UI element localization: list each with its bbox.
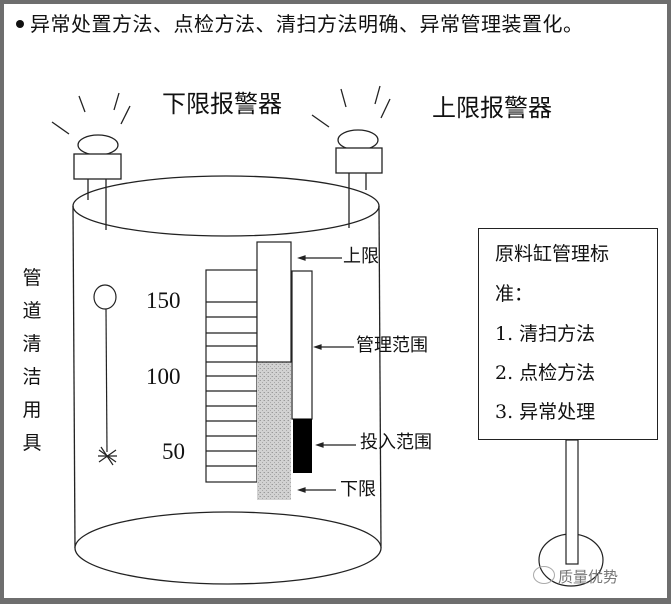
side-label-char: 具 [22,432,42,454]
side-label-char: 道 [22,300,42,322]
sign-post [538,439,604,587]
sign-item-inspection: 2. 点检方法 [495,362,596,384]
watermark-text: 质量优势 [558,568,619,586]
headline-text: 异常处置方法、点检方法、清扫方法明确、异常管理装置化。 [30,12,584,36]
lower-alarm-label: 下限报警器 [162,90,282,118]
side-label-char: 管 [22,267,42,289]
marker-arrows [297,255,356,493]
sign-title-line2: 准： [495,283,534,305]
management-range-column [291,270,313,473]
scale-tick-150: 150 [146,288,181,313]
pipe-brush-icon [93,284,117,466]
sign-item-cleaning: 1. 清扫方法 [495,323,596,345]
level-scale-ruler [205,269,258,483]
upper-alarm-light-icon [311,85,391,228]
headline: 异常处置方法、点检方法、清扫方法明确、异常管理装置化。 [16,14,584,34]
side-label-char: 洁 [22,366,42,388]
sign-item-exception: 3. 异常处理 [495,401,596,423]
sign-title-line1: 原料缸管理标 [495,243,610,265]
scale-tick-100: 100 [146,364,181,389]
pipe-cleaning-tool-label: 管 道 清 洁 用 具 [20,262,44,460]
scale-tick-50: 50 [162,439,185,464]
raw-material-tank [72,175,382,585]
lower-limit-label: 下限 [340,479,376,500]
upper-limit-label: 上限 [343,246,379,267]
wechat-icon [533,566,555,584]
side-label-char: 清 [22,333,42,355]
management-standard-sign: 原料缸管理标 准： 1. 清扫方法 2. 点检方法 3. 异常处理 [478,228,658,440]
liquid-level-column [256,241,292,500]
bullet-icon [16,19,24,28]
input-range-label: 投入范围 [360,432,432,453]
management-range-label: 管理范围 [356,335,428,356]
lower-alarm-light-icon [51,92,131,230]
side-label-char: 用 [22,399,42,421]
upper-alarm-label: 上限报警器 [432,94,552,122]
